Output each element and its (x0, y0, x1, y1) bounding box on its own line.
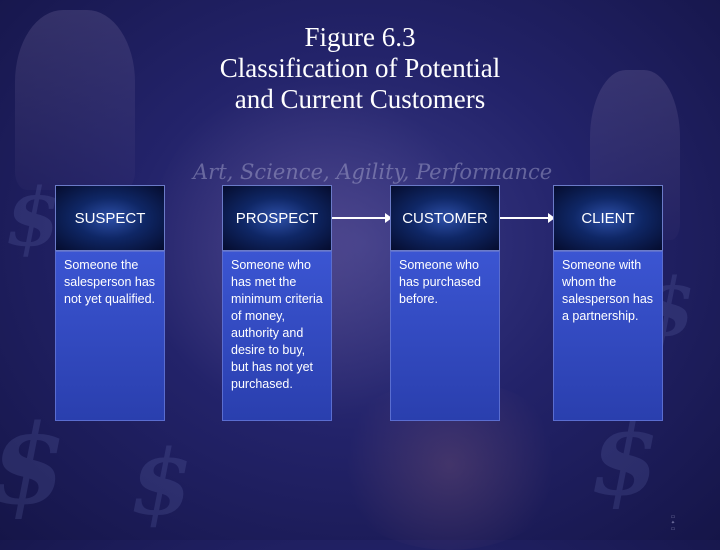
stage-suspect-header: SUSPECT (55, 185, 165, 251)
title-line: Figure 6.3 (304, 22, 416, 52)
dollar-icon: $ (130, 430, 193, 536)
tagline: Art, Science, Agility, Performance (193, 160, 553, 184)
stage-suspect-description: Someone the salesperson has not yet qual… (55, 251, 165, 421)
stage-client-description: Someone with whom the salesperson has a … (553, 251, 663, 421)
title-line: and Current Customers (234, 84, 486, 114)
stage-client-header: CLIENT (553, 185, 663, 251)
dollar-icon: $ (0, 400, 67, 529)
arrow-right-icon (500, 213, 555, 223)
dollar-icon: $ (5, 170, 61, 264)
slide-title: Figure 6.3 Classification of Potential a… (0, 22, 720, 115)
stage-customer-description: Someone who has purchased before. (390, 251, 500, 421)
arrow-right-icon (332, 213, 392, 223)
title-line: Classification of Potential (219, 53, 501, 83)
stage-prospect-description: Someone who has met the minimum criteria… (222, 251, 332, 421)
publisher-logo-icon: ▭✦▭ (670, 514, 676, 532)
background-person-left (15, 10, 135, 190)
stage-customer-header: CUSTOMER (390, 185, 500, 251)
stage-prospect-header: PROSPECT (222, 185, 332, 251)
